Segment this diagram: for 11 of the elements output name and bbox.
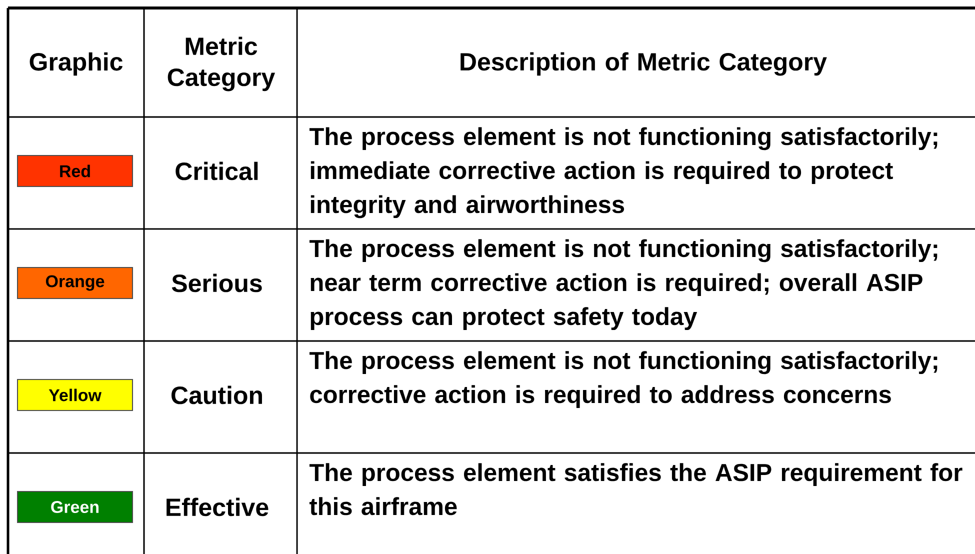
description-cell: The process element is not functioning satisfactorily; near term corrective action is required; overall ASIP process can protect safety today <box>310 239 938 330</box>
category-cell: Effective <box>166 498 268 516</box>
description-cell: The process element is not functioning satisfactorily; immediate corrective action is required to protect integrity and airworthiness <box>310 127 938 218</box>
description-cell: The process element satisfies the ASIP requirement for this airframe <box>310 463 962 516</box>
column-header: Graphic <box>30 52 123 76</box>
column-header: Metric Category <box>168 36 276 92</box>
column-header: Description of Metric Category <box>460 52 827 76</box>
description-cell: The process element is not functioning satisfactorily; corrective action is required to address concerns <box>310 351 938 408</box>
category-cell: Critical <box>176 162 258 180</box>
category-cell: Caution <box>172 386 262 404</box>
category-cell: Serious <box>172 274 262 292</box>
